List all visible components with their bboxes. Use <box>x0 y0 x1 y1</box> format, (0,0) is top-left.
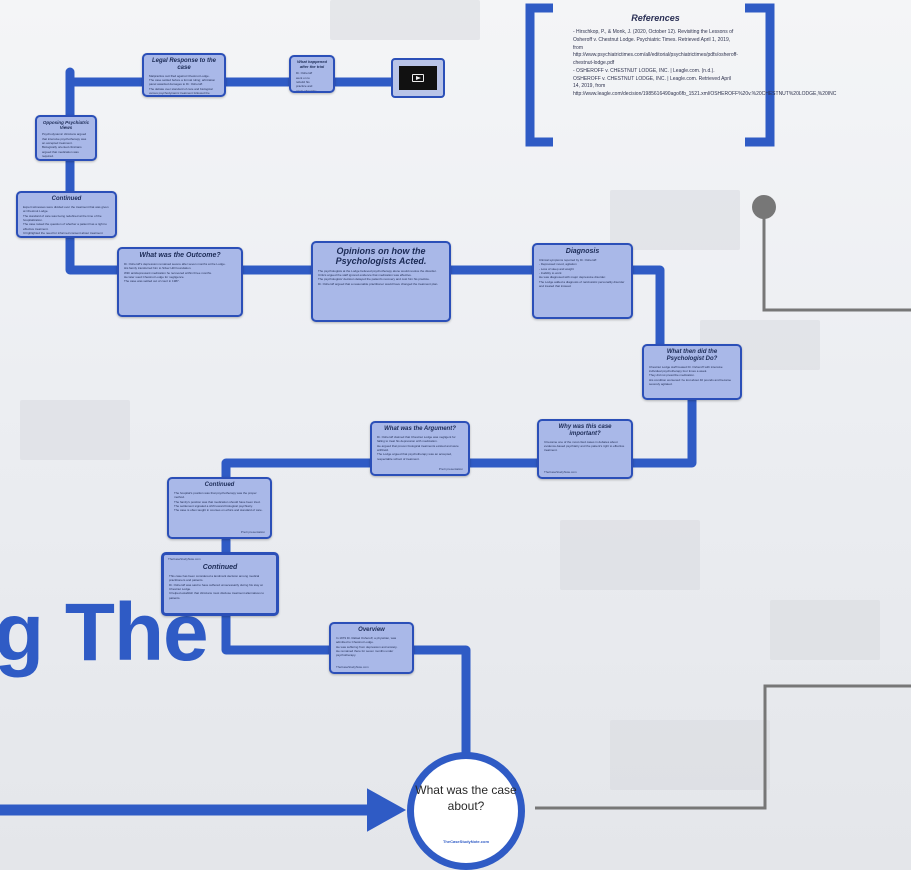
card-argument[interactable]: What was the Argument? Dr. Osheroff clai… <box>370 421 470 476</box>
path-left-vertical <box>65 77 345 275</box>
card-title: Why was this case important? <box>558 424 612 437</box>
card-title: Opinions on how the Psychologists Acted. <box>335 246 427 267</box>
card-footer: TheCaseStudyNote.com <box>336 665 369 669</box>
references-title: References <box>631 13 680 23</box>
card-title: Overview <box>358 627 385 633</box>
card-what-happened[interactable]: What happened after the trial Dr. Oshero… <box>289 55 335 93</box>
card-body: In 1979 Dr. Rafael Osheroff, a physician… <box>336 635 398 658</box>
card-body: Expert witnesses were divided over the t… <box>23 204 109 238</box>
card-psychologist-did[interactable]: What then did the Psychologist Do? Chest… <box>642 344 742 400</box>
card-body: The psychologists at the Lodge believed … <box>318 268 439 286</box>
card-header: TheCaseStudyNote.com <box>168 557 201 561</box>
card-title: Continued <box>202 564 238 571</box>
card-title: Diagnosis <box>565 248 600 255</box>
card-title: What then did the Psychologist Do? <box>666 349 718 362</box>
card-body: Dr. Osheroff claimed that Chestnut Lodge… <box>377 434 459 461</box>
path-top <box>65 67 425 87</box>
card-outcome[interactable]: What was the Outcome? Dr. Osheroff's dep… <box>117 247 243 317</box>
grey-path-lower <box>535 684 911 810</box>
card-title: What was the Argument? <box>384 426 456 432</box>
card-body: The hospital's position was that psychot… <box>174 490 263 513</box>
card-title: Continued <box>51 196 82 202</box>
card-footer: Prezi presentation <box>240 530 265 534</box>
card-body: Malpractice suit filed against Chestnut … <box>149 73 216 96</box>
card-opposing-views[interactable]: Opposing Psychiatric Views Psychodynamic… <box>35 115 97 161</box>
reference-link[interactable]: http://www.psychiatrictimes.com/all/edit… <box>573 52 738 66</box>
reference-link[interactable]: http://www.leagle.com/decision/198561649… <box>573 91 837 97</box>
center-site-label: TheCaseStudyNote.com <box>442 839 489 844</box>
card-title: Legal Response to the case <box>151 58 216 71</box>
card-footer: Prezi presentation <box>438 467 463 471</box>
center-question: What was the case about? <box>415 783 517 813</box>
play-icon[interactable] <box>412 74 424 82</box>
card-title: What was the Outcome? <box>139 252 221 259</box>
card-title: Opposing Psychiatric Views <box>42 120 90 131</box>
card-continued-2[interactable]: Continued The hospital's position was th… <box>167 477 272 539</box>
card-body: Dr. Osheroff's depression remained sever… <box>124 262 226 284</box>
card-title: Continued <box>204 482 235 488</box>
card-why-important[interactable]: Why was this case important? It became o… <box>537 419 633 479</box>
reference-entry: - OSHEROFF v. CHESTNUT LODGE, INC. | Lea… <box>573 67 732 90</box>
card-legal-response[interactable]: Legal Response to the case Malpractice s… <box>142 53 226 97</box>
card-title: What happened after the trial <box>297 59 327 69</box>
card-opinions[interactable]: Opinions on how the Psychologists Acted.… <box>311 241 451 322</box>
card-body: This case has been considered a landmark… <box>169 574 265 600</box>
center-topic-circle[interactable]: What was the case about? TheCaseStudyNot… <box>407 752 525 870</box>
video-thumbnail[interactable] <box>391 58 445 98</box>
card-overview[interactable]: Overview In 1979 Dr. Rafael Osheroff, a … <box>329 622 414 674</box>
card-body: Dr. Osheroff went on to rebuild his prac… <box>296 71 317 93</box>
card-diagnosis[interactable]: Diagnosis Clinical symptoms reported by … <box>532 243 633 319</box>
grey-path-upper <box>762 207 911 312</box>
card-continued-3[interactable]: TheCaseStudyNote.com Continued This case… <box>161 552 279 616</box>
card-body: Clinical symptoms reported by Dr. Oshero… <box>539 258 625 289</box>
card-footer: TheCaseStudyNote.com <box>544 470 577 474</box>
card-continued-1[interactable]: Continued Expert witnesses were divided … <box>16 191 117 238</box>
path-arrow-head <box>367 788 407 832</box>
reference-entry: - Hirschkop, P., & Monk, J. (2020, Octob… <box>573 29 734 51</box>
references-panel[interactable]: References - Hirschkop, P., & Monk, J. (… <box>573 13 837 99</box>
grey-path-node <box>752 195 776 219</box>
card-body: Psychodynamic clinicians argued that int… <box>42 132 87 161</box>
card-body: It became one of the most cited cases in… <box>544 439 626 453</box>
card-body: Chestnut Lodge staff treated Dr. Osherof… <box>649 364 732 387</box>
